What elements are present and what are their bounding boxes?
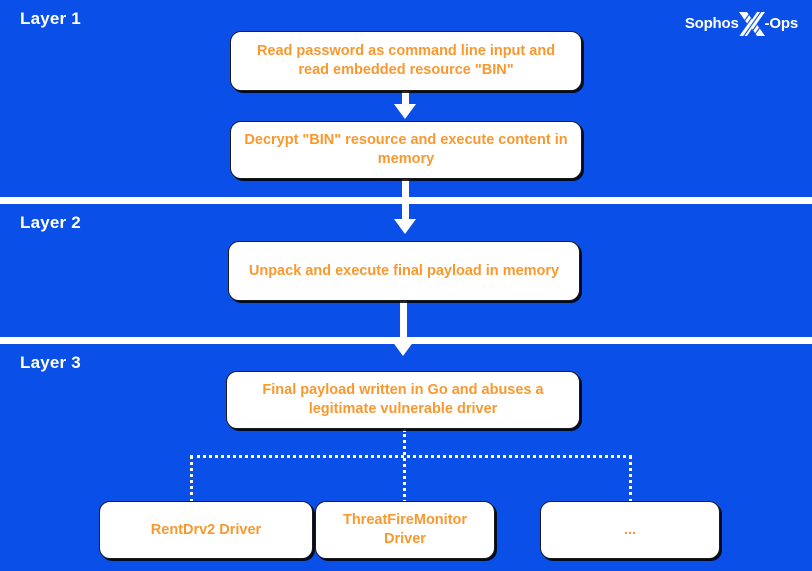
- node-ellipsis: ...: [540, 501, 720, 559]
- branch-horizontal-connector: [190, 455, 632, 461]
- arrow-read-to-decrypt-stem: [402, 91, 409, 108]
- node-unpack-payload: Unpack and execute final payload in memo…: [228, 241, 580, 301]
- branch-connector-to-ellipsis: [629, 455, 635, 503]
- layer-1-label: Layer 1: [20, 9, 81, 28]
- node-final-payload: Final payload written in Go and abuses a…: [226, 371, 580, 429]
- node-threatfiremonitor-driver: ThreatFireMonitor Driver: [315, 501, 495, 559]
- node-rentdrv2-driver: RentDrv2 Driver: [99, 501, 313, 559]
- arrow-unpack-to-final-stem: [400, 301, 407, 345]
- node-final-payload-label: Final payload written in Go and abuses a…: [262, 382, 544, 417]
- layer-3-label: Layer 3: [20, 353, 81, 372]
- arrow-decrypt-to-unpack-stem: [402, 179, 409, 223]
- layer-2-label: Layer 2: [20, 213, 81, 232]
- node-threatfiremonitor-driver-label: ThreatFireMonitor Driver: [342, 512, 468, 547]
- sophos-x-ops-logo: Sophos: [685, 10, 798, 38]
- node-read-password: Read password as command line input and …: [230, 31, 582, 91]
- logo-right-word: -Ops: [764, 15, 799, 32]
- x-mark-icon: [737, 10, 767, 38]
- arrow-decrypt-to-unpack-head-icon: [394, 219, 416, 234]
- node-rentdrv2-driver-label: RentDrv2 Driver: [150, 521, 262, 538]
- branch-connector-to-rentdrv2: [190, 455, 196, 503]
- branch-connector-to-threatfiremonitor: [403, 429, 409, 503]
- node-read-password-label: Read password as command line input and …: [256, 43, 556, 78]
- arrow-read-to-decrypt-head-icon: [394, 104, 416, 119]
- node-unpack-payload-label: Unpack and execute final payload in memo…: [248, 262, 560, 279]
- node-decrypt-bin-label: Decrypt "BIN" resource and execute conte…: [244, 132, 568, 167]
- arrow-unpack-to-final-head-icon: [392, 341, 414, 356]
- logo-left-word: Sophos: [684, 15, 739, 32]
- node-decrypt-bin: Decrypt "BIN" resource and execute conte…: [230, 121, 582, 179]
- node-ellipsis-label: ...: [623, 521, 637, 538]
